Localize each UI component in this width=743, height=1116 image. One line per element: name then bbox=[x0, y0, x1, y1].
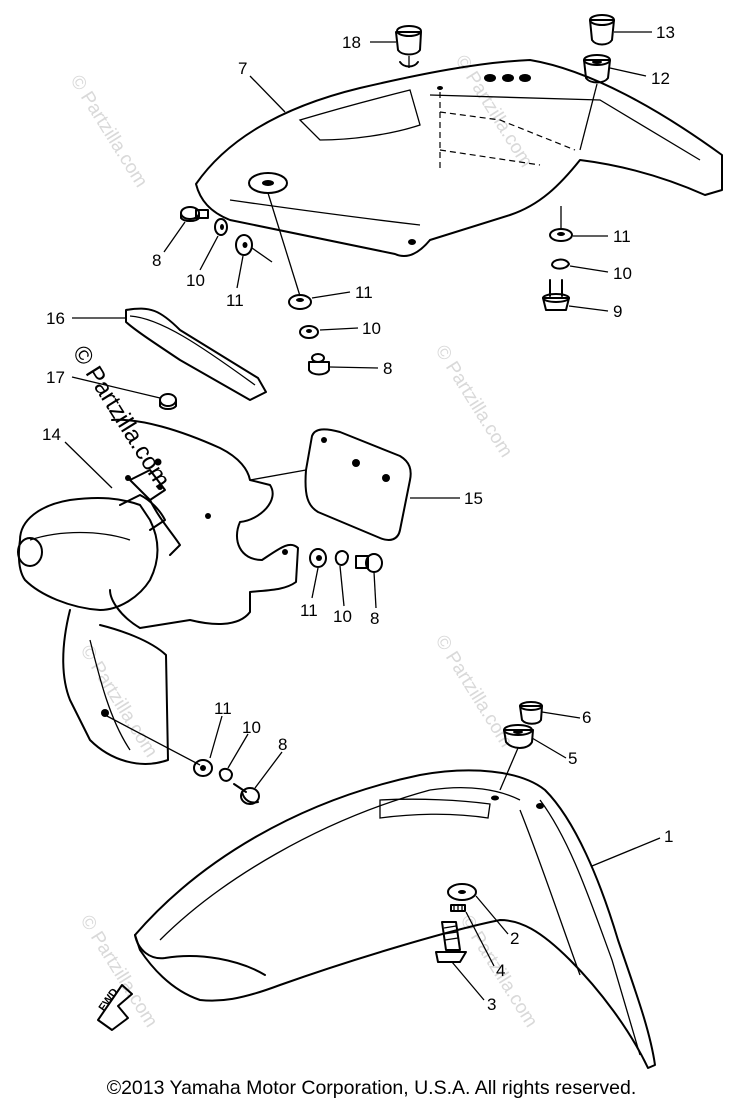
callout-11-center: 11 bbox=[355, 283, 373, 302]
callout-11-mid: 11 bbox=[300, 601, 318, 620]
callout-10-right: 10 bbox=[613, 264, 632, 283]
grommet-5 bbox=[503, 724, 534, 749]
callout-13: 13 bbox=[656, 23, 675, 42]
callout-10-low: 10 bbox=[242, 718, 261, 737]
bolt-17 bbox=[159, 393, 177, 410]
rear-fender bbox=[195, 59, 723, 258]
callout-12: 12 bbox=[651, 69, 670, 88]
callout-3: 3 bbox=[487, 995, 496, 1014]
collar-6 bbox=[519, 701, 543, 725]
callout-8-top: 8 bbox=[152, 251, 161, 270]
callout-8-mid: 8 bbox=[370, 609, 379, 628]
watermark: © Partzilla.com bbox=[76, 912, 162, 1032]
callout-18: 18 bbox=[342, 33, 361, 52]
copyright-notice: ©2013 Yamaha Motor Corporation, U.S.A. A… bbox=[106, 1077, 637, 1099]
callout-10-center: 10 bbox=[362, 319, 381, 338]
callout-1: 1 bbox=[664, 827, 673, 846]
washer-10-low bbox=[218, 767, 233, 782]
washer-11-center bbox=[288, 294, 312, 310]
watermark-layer: © Partzilla.com © Partzilla.com © Partzi… bbox=[66, 52, 542, 1032]
bracket-14 bbox=[17, 418, 299, 765]
bolt-3 bbox=[435, 921, 467, 963]
callout-10-mid: 10 bbox=[333, 607, 352, 626]
washer-10-top bbox=[214, 218, 228, 236]
washer-11-mid bbox=[309, 548, 327, 568]
front-fender bbox=[134, 769, 656, 1069]
callout-11-low: 11 bbox=[214, 699, 232, 718]
washer-2 bbox=[447, 883, 477, 901]
washer-10-center bbox=[299, 325, 319, 339]
callout-7: 7 bbox=[238, 59, 247, 78]
washer-11-low bbox=[193, 759, 213, 777]
callout-11-top: 11 bbox=[226, 291, 244, 310]
callout-16: 16 bbox=[46, 309, 65, 328]
bolt-8-center bbox=[308, 353, 330, 376]
callout-14: 14 bbox=[42, 425, 61, 444]
callouts: 18 13 12 7 8 10 11 11 10 8 11 10 9 16 17… bbox=[42, 23, 675, 1014]
washer-11-right bbox=[549, 228, 573, 242]
callout-5: 5 bbox=[568, 749, 577, 768]
lockwasher-4 bbox=[450, 904, 466, 912]
callout-8-center: 8 bbox=[383, 359, 392, 378]
plate-15 bbox=[249, 428, 412, 541]
watermark: © Partzilla.com bbox=[66, 72, 152, 192]
callout-10-top: 10 bbox=[186, 271, 205, 290]
callout-8-low: 8 bbox=[278, 735, 287, 754]
callout-15: 15 bbox=[464, 489, 483, 508]
callout-9: 9 bbox=[613, 302, 622, 321]
callout-11-right: 11 bbox=[613, 227, 631, 246]
callout-2: 2 bbox=[510, 929, 519, 948]
bolt-8-mid bbox=[355, 553, 383, 573]
watermark: © Partzilla.com bbox=[431, 342, 517, 462]
strap-16 bbox=[125, 307, 267, 401]
collar-13 bbox=[589, 14, 615, 46]
washer-11-top bbox=[235, 234, 253, 256]
grommet-12 bbox=[583, 54, 611, 84]
washer-10-mid bbox=[334, 550, 349, 566]
callout-4: 4 bbox=[496, 961, 505, 980]
bolt-8-low bbox=[233, 783, 260, 805]
washer-10-right bbox=[551, 258, 570, 270]
leader-lines bbox=[64, 31, 661, 1001]
bolt-8-top-left bbox=[180, 206, 209, 222]
bolt-9 bbox=[542, 279, 570, 311]
watermark-main: © Partzilla.com bbox=[67, 341, 176, 492]
watermark: © Partzilla.com bbox=[76, 642, 162, 762]
callout-17: 17 bbox=[46, 368, 65, 387]
callout-6: 6 bbox=[582, 708, 591, 727]
